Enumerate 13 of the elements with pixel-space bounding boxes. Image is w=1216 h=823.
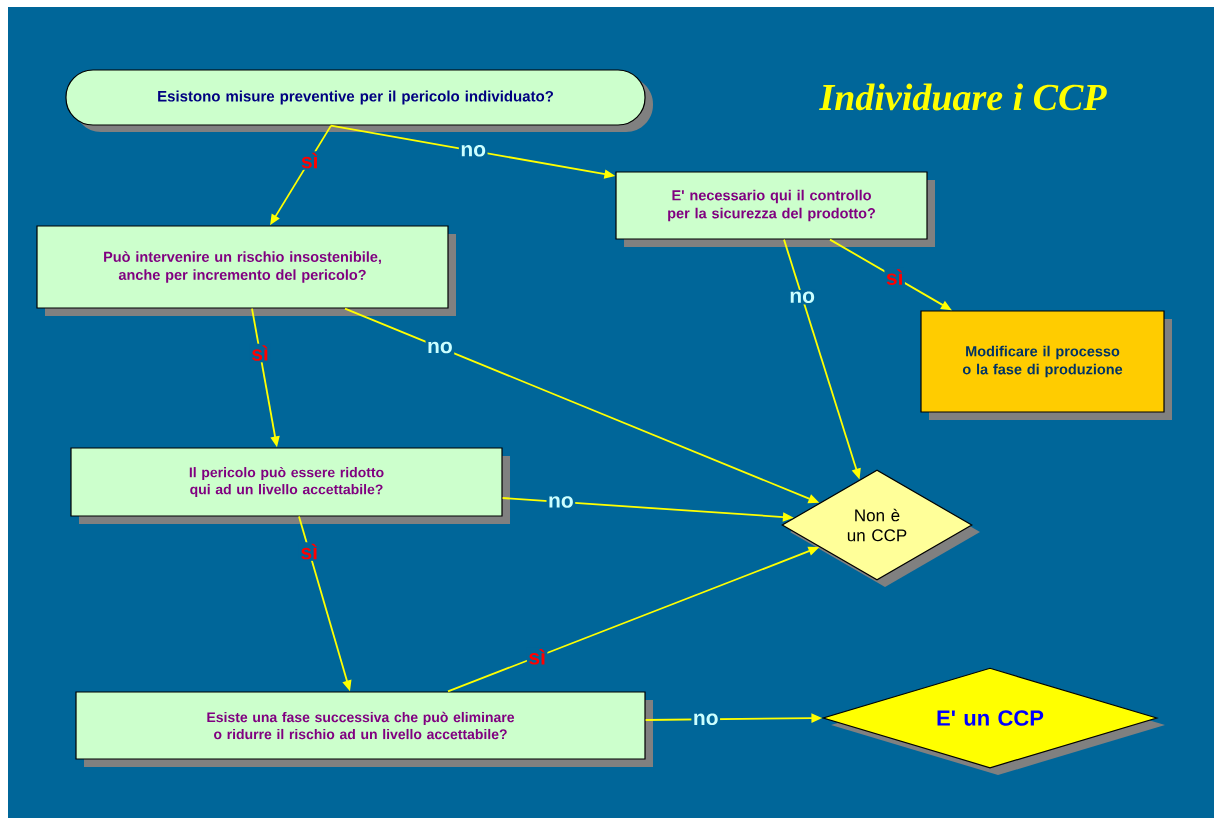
edge-label: sì [884, 267, 905, 287]
question-box: Il pericolo può essere ridotto qui ad un livello accettabile? [70, 447, 510, 524]
question-box: Esiste una fase successiva che può eliminare o ridurre il rischio ad un livello accettabile? [75, 691, 653, 767]
process-box: Modificare il processo o la fase di produzione [920, 310, 1172, 420]
question-box: E' necessario qui il controllo per la sicurezza del prodotto? [615, 171, 935, 247]
title: Individuare i CCP [819, 83, 1107, 111]
edge-label: no [691, 712, 721, 727]
edge-label: sì [299, 151, 320, 170]
question-box: Può intervenire un rischio insostenibile, anche per incremento del pericolo? [36, 225, 456, 316]
edge-label: sì [298, 542, 320, 561]
question-box: Esistono misure preventive per il pericolo individuato? [65, 69, 653, 132]
edge-label: sì [526, 647, 548, 667]
edge-label: no [425, 340, 455, 355]
